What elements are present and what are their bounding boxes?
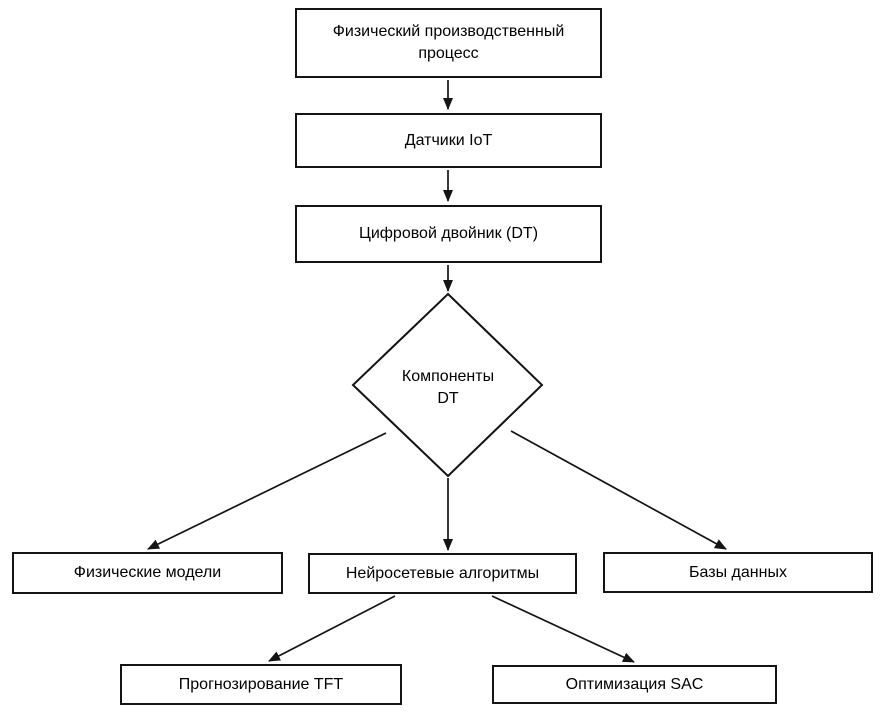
node-dt-components-label: Компоненты DT (401, 368, 495, 407)
node-neural-algorithms-label: Нейросетевые алгоритмы (345, 564, 540, 582)
node-physical-process: Физический производственный процесс (295, 8, 602, 78)
node-sac-optimization: Оптимизация SAC (492, 665, 777, 704)
arrow-dt-components-to-databases (510, 430, 727, 550)
node-digital-twin: Цифровой двойник (DT) (295, 205, 602, 263)
node-dt-components: Компоненты DT (368, 360, 528, 416)
decision-diamond-shape (351, 292, 544, 478)
node-tft-forecasting: Прогнозирование TFT (120, 664, 402, 705)
node-databases-label: Базы данных (689, 563, 787, 581)
node-databases: Базы данных (603, 552, 873, 593)
node-iot-sensors-label: Датчики IoT (404, 131, 493, 149)
arrow-neural-algorithms-to-tft-forecasting (268, 595, 396, 662)
node-neural-algorithms: Нейросетевые алгоритмы (308, 553, 577, 594)
node-iot-sensors: Датчики IoT (295, 113, 602, 168)
node-physical-models: Физические модели (12, 552, 283, 594)
node-tft-forecasting-label: Прогнозирование TFT (178, 675, 344, 693)
arrow-dt-components-to-physical-models (147, 432, 387, 550)
node-physical-models-label: Физические модели (73, 564, 222, 581)
node-digital-twin-label: Цифровой двойник (DT) (358, 225, 539, 242)
arrow-neural-algorithms-to-sac-optimization (491, 595, 635, 663)
node-sac-optimization-label: Оптимизация SAC (565, 675, 704, 693)
node-physical-process-label: Физический производственный процесс (332, 23, 565, 62)
